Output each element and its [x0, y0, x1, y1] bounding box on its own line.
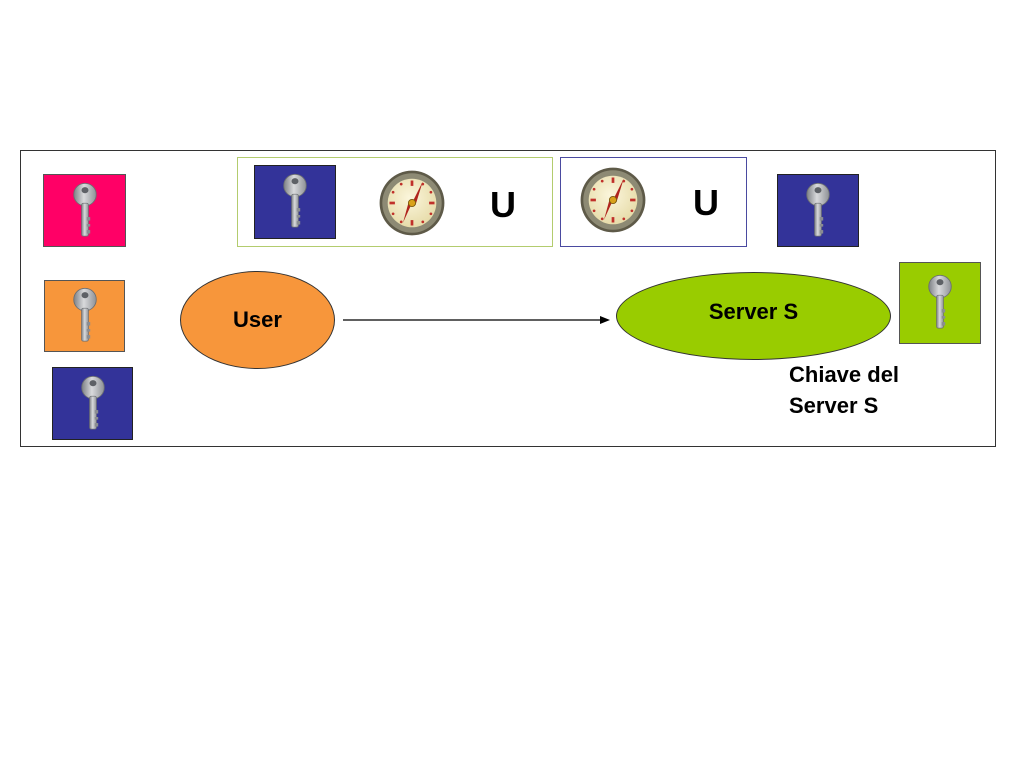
key-icon — [805, 181, 831, 241]
key-icon — [72, 181, 98, 241]
ticket-right: U — [560, 157, 747, 247]
magenta-key-tile — [43, 174, 126, 247]
orange-key-tile — [44, 280, 125, 352]
user-node: User — [180, 271, 335, 369]
server-node: Server S — [616, 272, 891, 360]
ticket-left-label: U — [490, 184, 516, 225]
server-key-caption-line2: Server S — [789, 393, 879, 418]
ticket-left: U — [237, 157, 553, 247]
navy-key-tile-right — [777, 174, 859, 247]
clock-icon — [577, 162, 649, 238]
arrow-right-icon — [343, 316, 610, 324]
navy-key-tile-left — [52, 367, 133, 440]
navy-key-tile-ticket — [254, 165, 336, 239]
clock-icon — [376, 165, 448, 241]
server-key-caption-line1: Chiave del — [789, 362, 900, 387]
green-key-tile — [899, 262, 981, 344]
key-icon — [282, 171, 308, 233]
key-icon — [80, 373, 106, 435]
key-icon — [927, 271, 953, 335]
key-icon — [72, 285, 98, 347]
user-node-label: User — [233, 307, 282, 332]
ticket-right-label: U — [693, 182, 719, 223]
server-node-label: Server S — [708, 299, 799, 324]
server-key-caption: Chiave del Server S — [789, 359, 949, 421]
